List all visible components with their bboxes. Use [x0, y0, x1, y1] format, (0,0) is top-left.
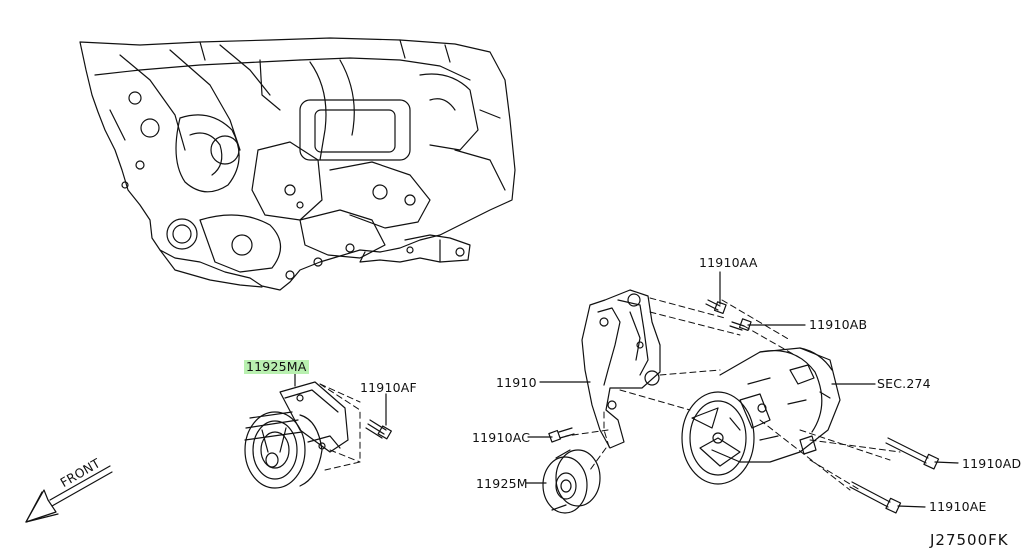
- idler-pulley-dash-lines: [319, 383, 361, 471]
- label-11910ad: 11910AD: [962, 456, 1022, 471]
- label-11925ma: 11925MA: [244, 359, 309, 374]
- bolt-11910ab: [729, 318, 752, 332]
- label-11910: 11910: [496, 375, 537, 390]
- bolt-11910ae: [849, 481, 902, 514]
- label-11910ae: 11910AE: [929, 499, 987, 514]
- leader-lines: [525, 271, 959, 508]
- bracket-dash-lines: [565, 297, 901, 491]
- label-11925m: 11925M: [476, 476, 528, 491]
- bolt-11910ac: [548, 427, 575, 443]
- bolt-11910af: [365, 419, 392, 440]
- front-arrow: [25, 465, 113, 523]
- diagram-code: J27500FK: [930, 531, 1009, 549]
- idler-pulley-assembly: [244, 381, 349, 489]
- label-11910aa: 11910AA: [699, 255, 758, 270]
- idler-pulley-11925m: [542, 449, 601, 514]
- bolt-11910ad: [885, 437, 940, 470]
- engine-block: [79, 37, 516, 291]
- compressor-bracket: [581, 289, 661, 449]
- label-11910ab: 11910AB: [809, 317, 868, 332]
- ac-compressor: [681, 347, 841, 485]
- label-sec274: SEC.274: [877, 376, 931, 391]
- bolt-11910aa: [705, 299, 727, 315]
- label-11910af: 11910AF: [360, 380, 417, 395]
- label-11910ac: 11910AC: [472, 430, 531, 445]
